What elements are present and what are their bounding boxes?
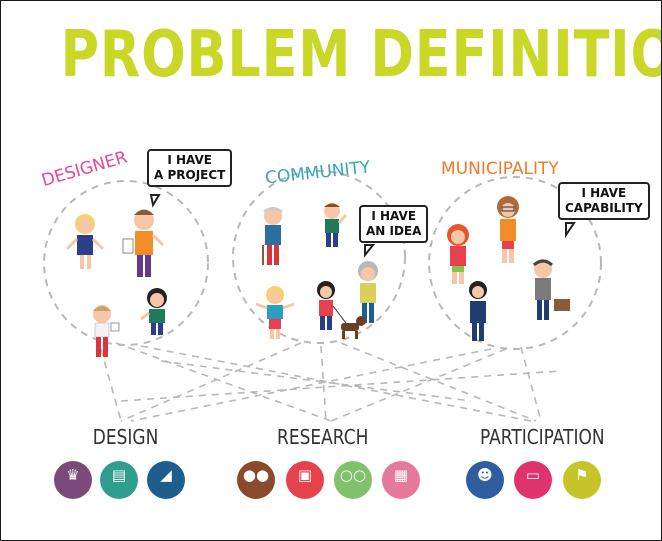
crown-icon: ♛: [54, 461, 92, 499]
person-municipality-man-briefcase: [533, 259, 570, 320]
design-category-label: DESIGN: [92, 425, 159, 449]
community-bubble-line1: I HAVE: [371, 209, 417, 223]
community-group-circle: [232, 170, 406, 344]
community-bubble-line2: AN IDEA: [366, 224, 422, 238]
robot-icon: ▣: [286, 461, 324, 499]
connector-lines: [100, 342, 562, 422]
person-municipality-redhead: [447, 224, 469, 284]
bubble-tail-community: [364, 244, 376, 258]
person-municipality-man-dark: [469, 281, 487, 341]
municipality-group-label: MUNICIPALITY: [441, 159, 559, 179]
municipality-group-circle: [428, 176, 602, 350]
person-community-woman-dog: [317, 281, 347, 330]
screen-icon: ▭: [514, 461, 552, 499]
shoe-icon: ◢: [147, 461, 185, 499]
designer-bubble-line2: A PROJECT: [154, 168, 226, 182]
bubble-tail-municipality: [565, 222, 576, 239]
participation-category-label: PARTICIPATION: [479, 425, 605, 449]
people-icon: ☻: [466, 461, 504, 499]
dog-figure: [341, 316, 366, 339]
person-municipality-woman-glasses: [497, 196, 519, 263]
badge-icon: ⚑: [563, 461, 601, 499]
designer-group-circle: [43, 180, 209, 346]
person-community-old-woman: [358, 261, 378, 323]
person-designer-blonde-woman: [65, 214, 105, 269]
designer-bubble-line1: I HAVE: [167, 153, 212, 167]
document-icon: ▤: [100, 461, 138, 499]
person-community-blonde-child: [255, 286, 295, 339]
dots-icon: ●●: [237, 461, 275, 499]
chat-icon: ○○: [334, 461, 372, 499]
person-designer-woman-dark: [140, 288, 167, 335]
bubble-tail-designer: [149, 194, 161, 208]
person-community-young-man: [324, 203, 348, 247]
page-title: PROBLEM DEFINITION: [60, 18, 662, 92]
community-speech-bubble: I HAVE AN IDEA: [359, 205, 429, 243]
designer-speech-bubble: I HAVE A PROJECT: [147, 149, 233, 187]
municipality-speech-bubble: I HAVE CAPABILITY: [558, 182, 650, 220]
grid-icon: ▦: [382, 461, 420, 499]
research-category-label: RESEARCH: [277, 425, 369, 449]
person-community-old-man: [262, 207, 283, 265]
municipality-bubble-line1: I HAVE: [581, 186, 627, 200]
person-designer-man: [122, 209, 165, 277]
municipality-bubble-line2: CAPABILITY: [565, 201, 643, 215]
person-designer-child: [93, 305, 120, 357]
